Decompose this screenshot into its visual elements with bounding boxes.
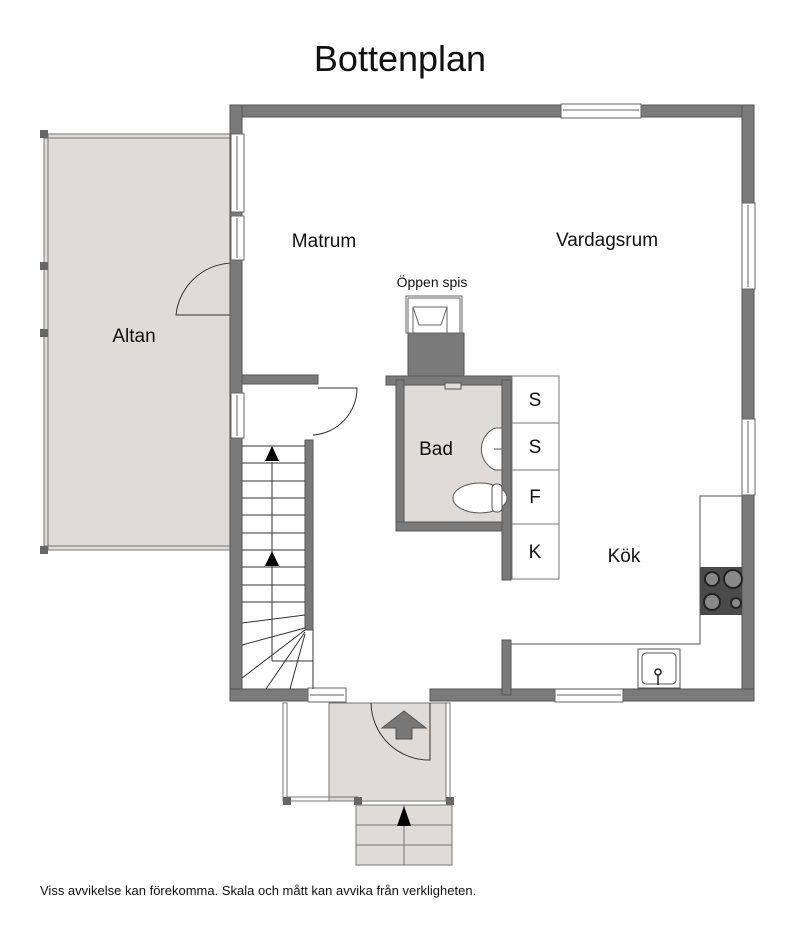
closet-label: S <box>529 437 542 458</box>
room-label-kok: Kök <box>608 546 641 567</box>
bathroom-fixtures <box>444 382 508 514</box>
closet-label: K <box>529 542 542 563</box>
altan-deck <box>40 130 237 554</box>
stair-arrow-icon <box>265 551 279 566</box>
plan-title: Bottenplan <box>313 38 487 79</box>
room-label-altan: Altan <box>112 326 155 347</box>
room-label-matrum: Matrum <box>292 231 356 252</box>
disclaimer-text: Viss avvikelse kan förekomma. Skala och … <box>40 883 477 898</box>
windows <box>230 103 756 703</box>
entry-porch <box>282 702 454 866</box>
fireplace <box>405 295 463 334</box>
closets <box>511 375 560 580</box>
room-label-vardagsrum: Vardagsrum <box>556 230 658 251</box>
door-swing <box>312 387 358 436</box>
room-label-bad: Bad <box>419 439 453 460</box>
kitchen-sink <box>637 648 681 689</box>
kitchen-counter <box>510 495 743 690</box>
closet-label: F <box>529 487 541 508</box>
staircase <box>241 445 314 690</box>
fireplace-label: Öppen spis <box>397 273 468 290</box>
stair-arrow-icon <box>265 446 279 461</box>
closet-label: S <box>529 390 542 411</box>
